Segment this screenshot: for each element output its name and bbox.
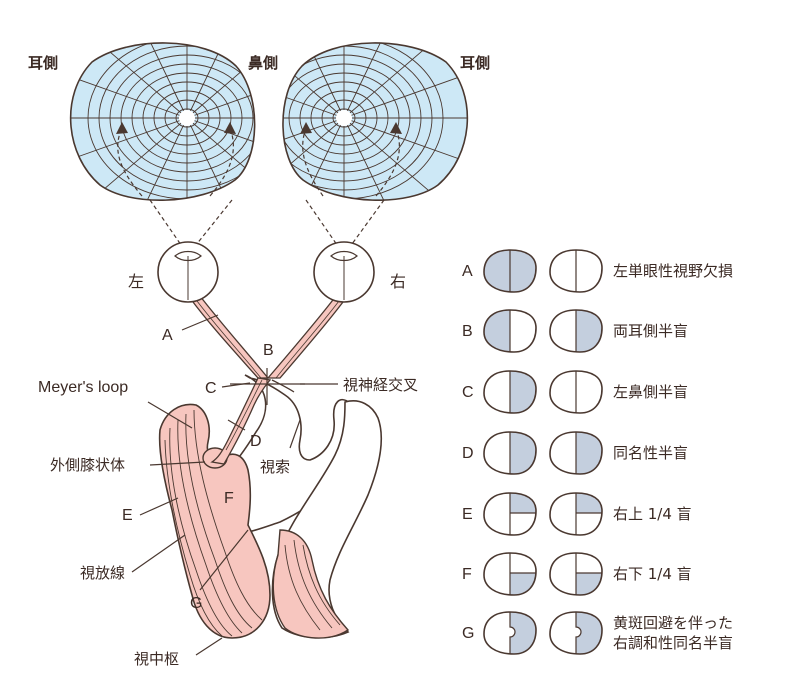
optic-chiasm-label: 視神経交叉 <box>343 376 418 394</box>
optic-radiation-label: 視放線 <box>80 564 125 582</box>
legend-field-left <box>483 309 537 353</box>
optic-tract-label: 視索 <box>260 458 290 476</box>
legend-letter: B <box>462 323 473 340</box>
ear-side-left-label: 耳側 <box>28 54 58 72</box>
legend-text: 黄斑回避を伴った <box>613 614 733 632</box>
legend-field-right <box>549 492 603 536</box>
legend-field-left <box>483 249 537 293</box>
legend-field-right <box>549 611 603 655</box>
right-eye-label: 右 <box>390 272 406 291</box>
lesion-b-label: B <box>263 342 274 359</box>
left-eye <box>157 241 219 303</box>
left-visual-field <box>69 42 256 202</box>
legend-field-right <box>549 431 603 475</box>
legend-letter: G <box>462 625 474 642</box>
legend-text: 右上 1/4 盲 <box>613 505 692 523</box>
lesion-a-label: A <box>162 327 173 344</box>
lesion-d-label: D <box>250 433 262 450</box>
radiation-fibers <box>164 409 263 637</box>
legend-letter: D <box>462 445 474 462</box>
ear-side-right-label: 耳側 <box>460 54 490 72</box>
left-eye-label: 左 <box>128 272 144 291</box>
nose-side-label: 鼻側 <box>248 54 278 72</box>
legend-row: E 右上 1/4 盲 <box>462 492 692 536</box>
legend-field-left <box>483 611 537 655</box>
legend-field-right <box>549 309 603 353</box>
legend-row: C 左鼻側半盲 <box>462 370 688 414</box>
lesion-c-label: C <box>205 380 217 397</box>
field-arrows <box>117 127 400 197</box>
legend-text: 左単眼性視野欠損 <box>613 262 733 280</box>
lesion-f-label: F <box>224 490 234 507</box>
legend-letter: F <box>462 566 472 583</box>
legend-letter: E <box>462 506 473 523</box>
right-visual-field <box>282 42 469 202</box>
legend-field-left <box>483 552 537 596</box>
legend-letter: A <box>462 263 473 280</box>
legend-field-left <box>483 431 537 475</box>
legend-text-line2: 右調和性同名半盲 <box>613 634 733 652</box>
lesion-g-label: G <box>190 595 202 612</box>
field-labels: 耳側 鼻側 耳側 <box>28 54 490 72</box>
legend-field-left <box>483 370 537 414</box>
legend-text: 両耳側半盲 <box>613 322 688 340</box>
legend-field-right <box>549 249 603 293</box>
legend-text: 同名性半盲 <box>613 444 688 462</box>
visual-cortex-label: 視中枢 <box>134 650 179 668</box>
legend-field-right <box>549 552 603 596</box>
lgn-label: 外側膝状体 <box>50 456 125 474</box>
legend-field-right <box>549 370 603 414</box>
legend-row: F 右下 1/4 盲 <box>462 552 692 596</box>
legend-letter: C <box>462 384 474 401</box>
arrow-heads <box>116 122 402 134</box>
leader-lines <box>131 314 338 656</box>
lesion-legend: A 左単眼性視野欠損 B 両耳側半盲 C 左鼻側半盲 D 同名性半盲 E 右上 1/4 盲 F 右下 … <box>462 249 733 655</box>
legend-text: 左鼻側半盲 <box>613 383 688 401</box>
right-eye <box>313 241 375 303</box>
meyers-loop-label: Meyer's loop <box>38 379 128 396</box>
legend-row: D 同名性半盲 <box>462 431 688 475</box>
optic-nerves <box>188 295 348 465</box>
legend-text: 右下 1/4 盲 <box>613 565 692 583</box>
legend-row: B 両耳側半盲 <box>462 309 688 353</box>
legend-field-left <box>483 492 537 536</box>
lesion-e-label: E <box>122 507 133 524</box>
legend-row: A 左単眼性視野欠損 <box>462 249 733 293</box>
